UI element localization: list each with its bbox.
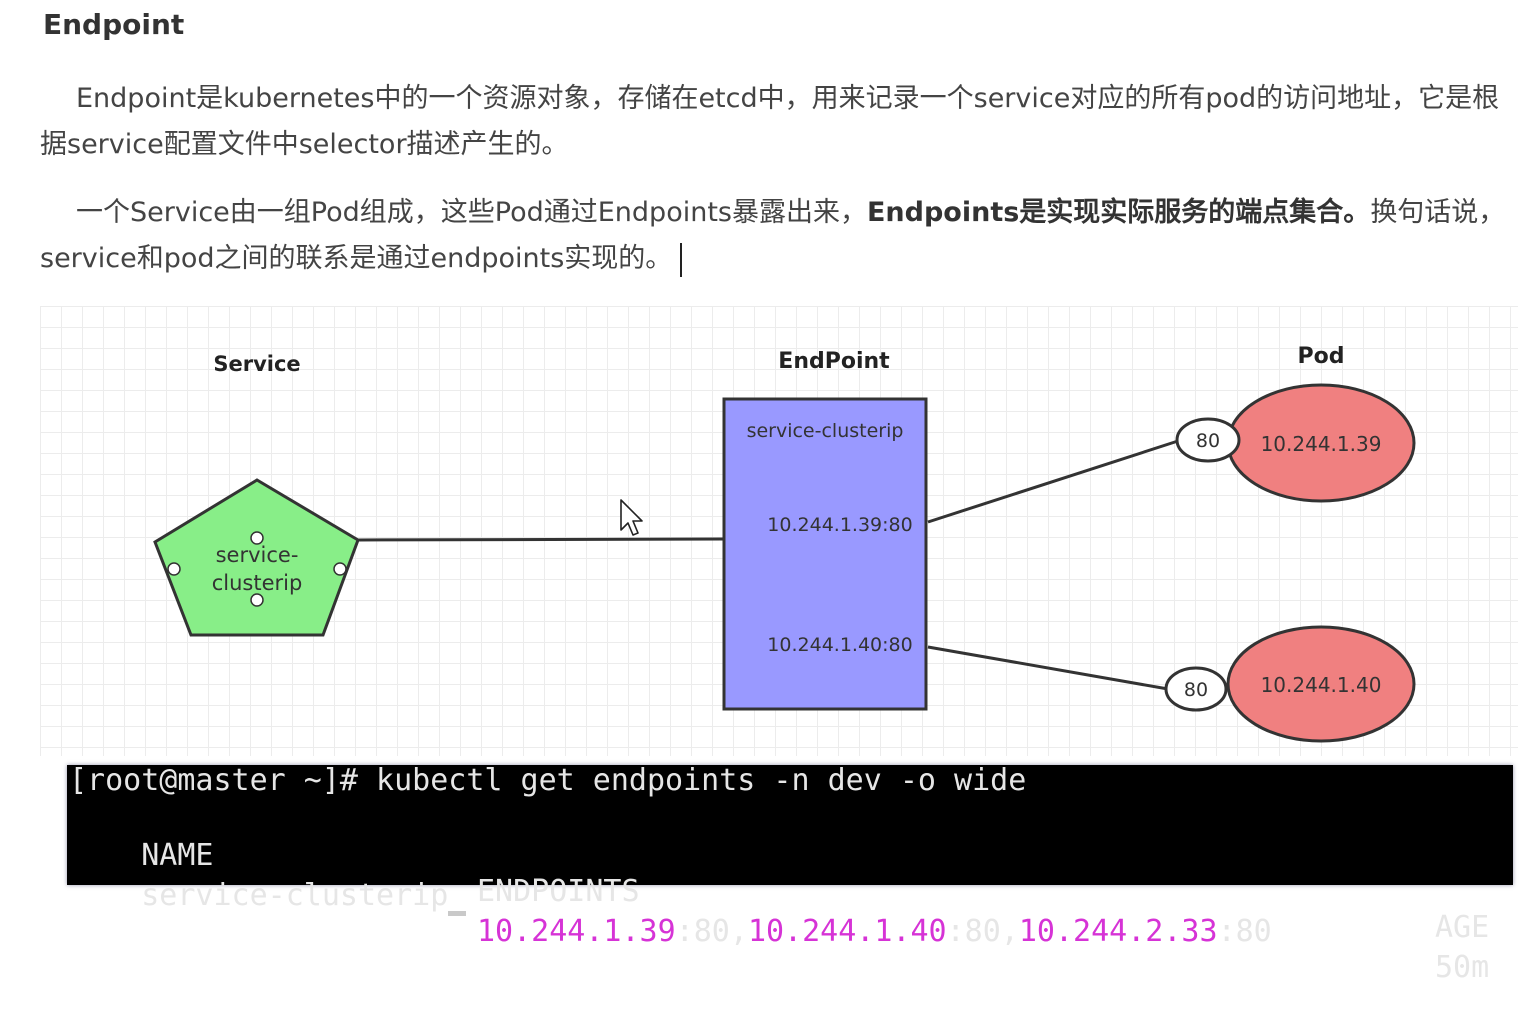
endpoint-box (722, 397, 928, 711)
paragraph2-text-before: 一个Service由一组Pod组成，这些Pod通过Endpoints暴露出来， (76, 197, 867, 228)
diagram-canvas: Service EndPoint Pod service- clusterip … (153, 344, 1416, 743)
endpoint-ip-3: 10.244.2.33 (1018, 914, 1218, 949)
service-anchor-bottom (250, 593, 264, 607)
endpoint-port-1: :80, (675, 914, 748, 949)
pod-2-ip-label: 10.244.1.40 (1261, 673, 1382, 697)
service-anchor-left (167, 562, 181, 576)
row-age: 50m (1435, 950, 1490, 985)
paragraph2-text-after: 换句话说，service和pod之间的联系是通过endpoints实现的。 (40, 197, 1506, 274)
paragraph2-bold-text: Endpoints是实现实际服务的端点集合。 (866, 197, 1371, 228)
endpoint-ip-2: 10.244.1.40 (747, 914, 947, 949)
endpoint-port-3: :80 (1217, 914, 1272, 949)
service-column-header: Service (213, 352, 300, 376)
column-header-age: AGE (1435, 910, 1490, 945)
terminal-command-line: [root@master ~]# kubectl get endpoints -… (69, 763, 1027, 798)
pod-1-port-badge (1175, 417, 1241, 463)
section-heading: Endpoint (43, 8, 185, 41)
mouse-pointer-icon (620, 499, 643, 536)
text-cursor (680, 242, 683, 277)
row-endpoint-name: service-clusterip (141, 878, 449, 913)
paragraph-intro: Endpoint是kubernetes中的一个资源对象，存储在etcd中，用来记… (40, 83, 1500, 160)
column-header-endpoints: ENDPOINTS (477, 874, 640, 909)
pod-1-ip-label: 10.244.1.39 (1261, 432, 1382, 456)
row-endpoints-list: 10.244.1.39:80,10.244.1.40:80,10.244.2.3… (477, 914, 1272, 950)
endpoint-to-pod2-connector (927, 645, 1169, 691)
pod-2-port-badge (1164, 666, 1228, 712)
service-name-line2: clusterip (212, 571, 303, 595)
endpoint-port-2: :80, (946, 914, 1019, 949)
terminal-output: [root@master ~]# kubectl get endpoints -… (67, 763, 1513, 985)
pod-2-ellipse (1226, 625, 1416, 743)
terminal-data-row: service-clusterip 10.244.1.39:80,10.244.… (69, 842, 1489, 1022)
endpoint-ip-1: 10.244.1.39 (477, 914, 676, 949)
service-name-line1: service- (216, 543, 299, 567)
endpoint-box-title: service-clusterip (747, 420, 904, 442)
endpoint-entry-2: 10.244.1.40:80 (767, 634, 912, 656)
endpoint-entry-1: 10.244.1.39:80 (767, 514, 912, 536)
column-header-name: NAME (141, 838, 214, 873)
endpoint-column-header: EndPoint (778, 349, 890, 374)
paragraph-service-endpoints: 一个Service由一组Pod组成，这些Pod通过Endpoints暴露出来，E… (40, 190, 1520, 282)
pod-2-port-label: 80 (1184, 679, 1208, 701)
pod-1-port-label: 80 (1196, 430, 1220, 452)
endpoint-diagram: Service EndPoint Pod service- clusterip … (40, 306, 1518, 756)
service-anchor-right (333, 562, 347, 576)
service-pentagon (153, 478, 360, 637)
pod-column-header: Pod (1298, 344, 1345, 369)
service-to-endpoint-connector (357, 537, 725, 542)
service-anchor-top (250, 531, 264, 545)
endpoint-to-pod1-connector (927, 439, 1179, 524)
terminal-cursor (448, 911, 467, 916)
